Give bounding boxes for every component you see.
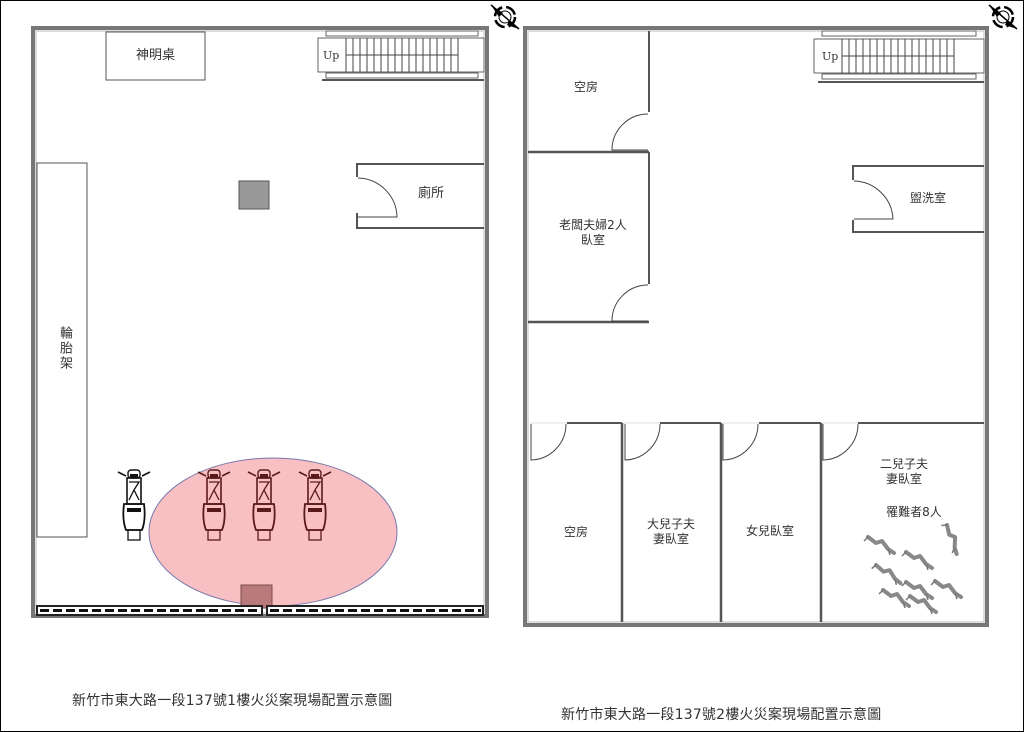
compass-icon <box>489 3 521 31</box>
altar-table-label: 神明桌 <box>135 48 175 63</box>
second-son-bedroom-label-1: 二兒子夫 <box>879 457 928 471</box>
fire-origin-point <box>240 584 273 609</box>
floor1-plan <box>31 26 489 618</box>
owner-bedroom-label-1: 老闆夫婦2人 <box>559 218 627 232</box>
empty-room-bottom-label: 空房 <box>563 525 588 539</box>
empty-room-top-label: 空房 <box>573 80 598 94</box>
fire-origin-zone <box>148 457 398 607</box>
floor2-caption: 新竹市東大路一段137號2樓火災案現場配置示意圖 <box>561 707 882 723</box>
compass-icon <box>987 3 1019 31</box>
victims-figures <box>862 520 969 616</box>
tire-rack-label: 輪胎架 <box>57 326 72 371</box>
daughter-bedroom-label: 女兒臥室 <box>745 524 794 538</box>
floor1-stairs <box>317 30 485 81</box>
altar-table <box>105 31 206 81</box>
tire-rack <box>36 162 88 538</box>
floor2-stairs <box>813 30 985 83</box>
toilet-room <box>356 163 484 229</box>
toilet-label: 廁所 <box>417 186 444 201</box>
washroom <box>852 165 984 233</box>
floor1-stairs-label: Up <box>323 49 340 62</box>
floor1-caption: 新竹市東大路一段137號1樓火災案現場配置示意圖 <box>72 693 393 709</box>
eldest-son-bedroom-label-2: 妻臥室 <box>652 532 689 546</box>
owner-bedroom-label-2: 臥室 <box>580 233 605 247</box>
floor2-plan <box>523 26 989 627</box>
rolling-door <box>36 605 484 616</box>
pillar <box>238 180 270 210</box>
victims-label: 罹難者8人 <box>886 505 942 519</box>
washroom-label: 盥洗室 <box>909 191 946 205</box>
second-son-bedroom-label-2: 妻臥室 <box>885 472 922 486</box>
eldest-son-bedroom-label-1: 大兒子夫 <box>646 517 695 531</box>
floor2-stairs-label: Up <box>822 50 839 63</box>
